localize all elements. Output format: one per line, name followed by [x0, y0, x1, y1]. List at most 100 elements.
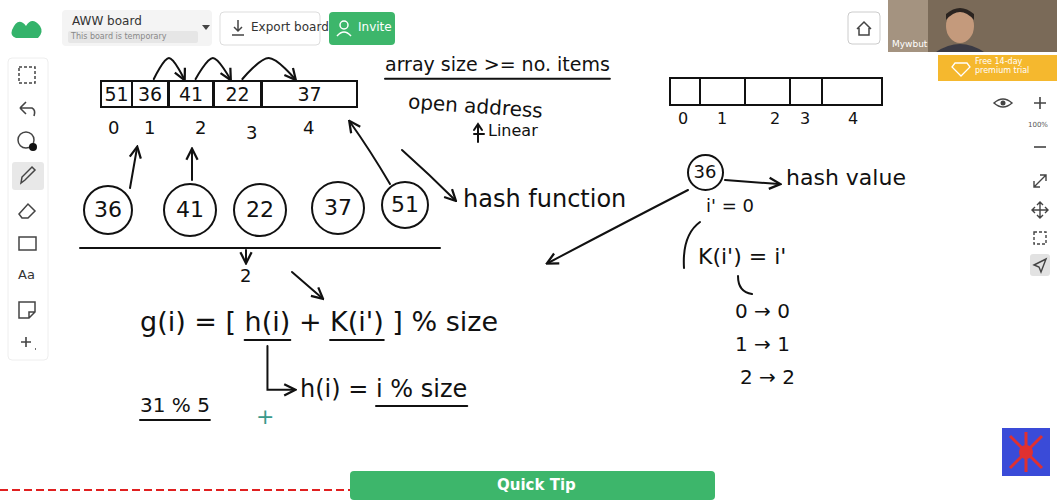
color-tool	[29, 143, 37, 151]
home-button	[848, 12, 880, 44]
index-number: 0	[108, 118, 119, 139]
handwritten-formula: 2 → 2	[740, 366, 795, 389]
handwritten-note: hash function	[463, 186, 626, 214]
dropdown-caret	[202, 25, 210, 30]
promo-text: Free 14-day premium trial	[975, 57, 1053, 75]
array-cell: 36	[131, 80, 169, 108]
button-label: Export board	[251, 21, 329, 35]
person-icon	[340, 21, 348, 29]
premium-banner	[938, 55, 1057, 81]
zoom-level: 100%	[1028, 121, 1048, 129]
down-arrow	[245, 250, 247, 262]
download-icon	[232, 20, 244, 35]
tool-label: Aa	[18, 268, 35, 283]
handwritten-formula: 0 → 0	[735, 300, 790, 323]
key-value: 51	[104, 84, 128, 105]
handwritten-note: Linear	[488, 122, 538, 140]
webcam-view	[888, 0, 928, 52]
array-cell: 22	[213, 80, 262, 108]
pointer-arrow	[725, 180, 779, 184]
array-divider	[744, 78, 746, 105]
quick-tip-button	[350, 471, 715, 500]
pointer-arrow	[350, 122, 390, 184]
index-number: 3	[800, 110, 810, 128]
cursor-plus: +	[256, 404, 274, 429]
underline	[140, 419, 210, 421]
key-value: 51	[391, 193, 419, 217]
person-icon	[337, 21, 351, 36]
index-number: 4	[848, 110, 858, 128]
webcam-view	[936, 44, 984, 52]
key-value: 37	[324, 196, 352, 220]
underline	[330, 339, 384, 341]
select-tool	[19, 67, 35, 83]
handwritten-formula: 31 % 5	[140, 394, 210, 417]
handwritten-formula: g(i) = [ h(i) + K(i') ] % size	[140, 306, 498, 337]
pointer-arrow	[267, 346, 294, 390]
temporary-tag	[68, 31, 198, 43]
pointer-arrow	[292, 272, 322, 298]
key-circle: 41	[163, 183, 217, 237]
array-divider	[821, 78, 823, 105]
home-icon	[857, 22, 871, 35]
move-icon	[1032, 202, 1048, 218]
key-value: 41	[176, 198, 204, 222]
shape-tool	[19, 237, 36, 250]
underline	[376, 405, 467, 407]
handwritten-formula: 1 → 1	[735, 333, 790, 356]
probe-arc	[196, 58, 231, 79]
index-number: 1	[717, 110, 727, 128]
array-divider	[789, 78, 791, 105]
active-tool-bg	[12, 162, 44, 190]
key-value: 36	[94, 198, 122, 222]
handwritten-note: hash value	[786, 165, 906, 190]
invite-button	[329, 12, 395, 45]
gem-icon	[952, 63, 970, 76]
small-arrow	[474, 124, 484, 142]
key-value: 22	[225, 84, 249, 105]
fullscreen-icon	[1034, 175, 1046, 187]
index-number: 4	[303, 118, 314, 139]
button-label: Quick Tip	[497, 477, 576, 494]
divider-line	[80, 247, 440, 249]
array-cell: 41	[168, 80, 214, 108]
handwritten-formula: K(i') = i'	[698, 244, 786, 269]
key-value: 36	[138, 84, 162, 105]
channel-thumbnail	[1002, 428, 1050, 476]
navigate-icon	[1034, 259, 1046, 272]
handwritten-note: array size >= no. items	[385, 54, 610, 76]
index-number: 0	[678, 110, 688, 128]
pointer-arrow	[130, 148, 137, 188]
channel-thumbnail	[1002, 428, 1050, 476]
app-logo	[12, 21, 42, 38]
key-value: 36	[694, 162, 717, 182]
index-number: 3	[246, 123, 257, 144]
channel-thumbnail	[1010, 432, 1042, 472]
webcam-view	[946, 8, 974, 20]
eye-icon	[1001, 101, 1006, 106]
participant-name: Mywbut	[892, 39, 927, 49]
handwritten-number: 2	[240, 266, 251, 287]
pointer-arrow	[191, 150, 193, 180]
eye-icon	[994, 99, 1012, 107]
board-name: AWW board	[72, 15, 142, 29]
color-tool	[18, 132, 37, 151]
empty-array	[670, 78, 882, 105]
probe-arc	[242, 58, 295, 79]
array-divider	[699, 78, 701, 105]
channel-thumbnail	[1019, 445, 1033, 459]
key-value: 22	[246, 198, 274, 222]
zoom-in	[1034, 97, 1046, 109]
pencil-tool	[21, 167, 35, 183]
app-logo	[12, 21, 42, 38]
fit-icon	[1034, 232, 1046, 244]
index-number: 2	[195, 118, 206, 139]
download-icon	[232, 20, 244, 35]
add-tool	[21, 337, 36, 349]
toolbar-panel	[8, 58, 48, 360]
ink	[80, 78, 882, 298]
array-cell: 37	[261, 80, 358, 108]
underline	[385, 78, 610, 80]
array-cell: 51	[100, 80, 133, 108]
